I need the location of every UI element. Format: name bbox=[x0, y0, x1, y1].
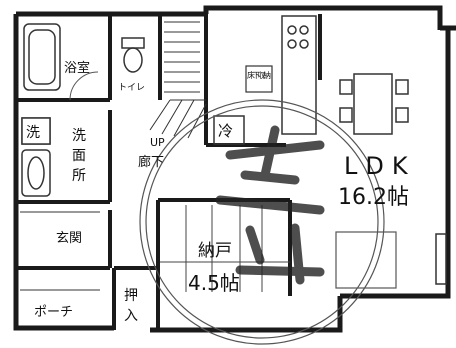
porch-label: ポーチ bbox=[34, 305, 73, 320]
bath-label: 浴室 bbox=[64, 60, 90, 76]
interior-walls bbox=[16, 14, 322, 330]
washroom-label-2: 面 bbox=[72, 148, 86, 164]
entrance-label: 玄関 bbox=[56, 231, 82, 246]
ldk-size: 16.2帖 bbox=[338, 185, 409, 210]
closet-label-1: 押 bbox=[124, 288, 138, 304]
wash-icon-label: 洗 bbox=[26, 125, 40, 141]
storeroom-size: 4.5帖 bbox=[188, 271, 240, 295]
ldk-label: LDK bbox=[344, 152, 416, 180]
kitchen-counter bbox=[281, 15, 317, 135]
fridge-box bbox=[213, 115, 245, 145]
washbasin bbox=[21, 149, 51, 197]
hallway-label: 廊下 bbox=[138, 154, 164, 170]
bath-door-arc bbox=[69, 71, 99, 101]
exterior-walls bbox=[13, 5, 456, 333]
stairs bbox=[149, 21, 207, 139]
sofa bbox=[335, 231, 397, 289]
watermark-emblem bbox=[139, 99, 385, 345]
floor-storage-box bbox=[245, 65, 273, 93]
dining-set bbox=[339, 73, 409, 135]
stair-up-label: UP bbox=[150, 136, 165, 149]
toilet-fixture bbox=[121, 37, 145, 73]
toilet-label: トイレ bbox=[118, 83, 145, 93]
wash-icon-box bbox=[21, 117, 51, 145]
tv-cabinet bbox=[435, 233, 447, 285]
storeroom-label: 納戸 bbox=[198, 241, 232, 261]
washroom-label-3: 所 bbox=[72, 168, 86, 184]
tatami-lines bbox=[160, 205, 290, 292]
floor-storage-label: 床下収納 bbox=[247, 70, 271, 80]
closet-label-2: 入 bbox=[124, 308, 138, 324]
bathtub bbox=[23, 23, 61, 91]
washroom-label-1: 洗 bbox=[72, 128, 86, 144]
watermark-glyph bbox=[215, 125, 325, 285]
fridge-label: 冷 bbox=[218, 122, 233, 140]
